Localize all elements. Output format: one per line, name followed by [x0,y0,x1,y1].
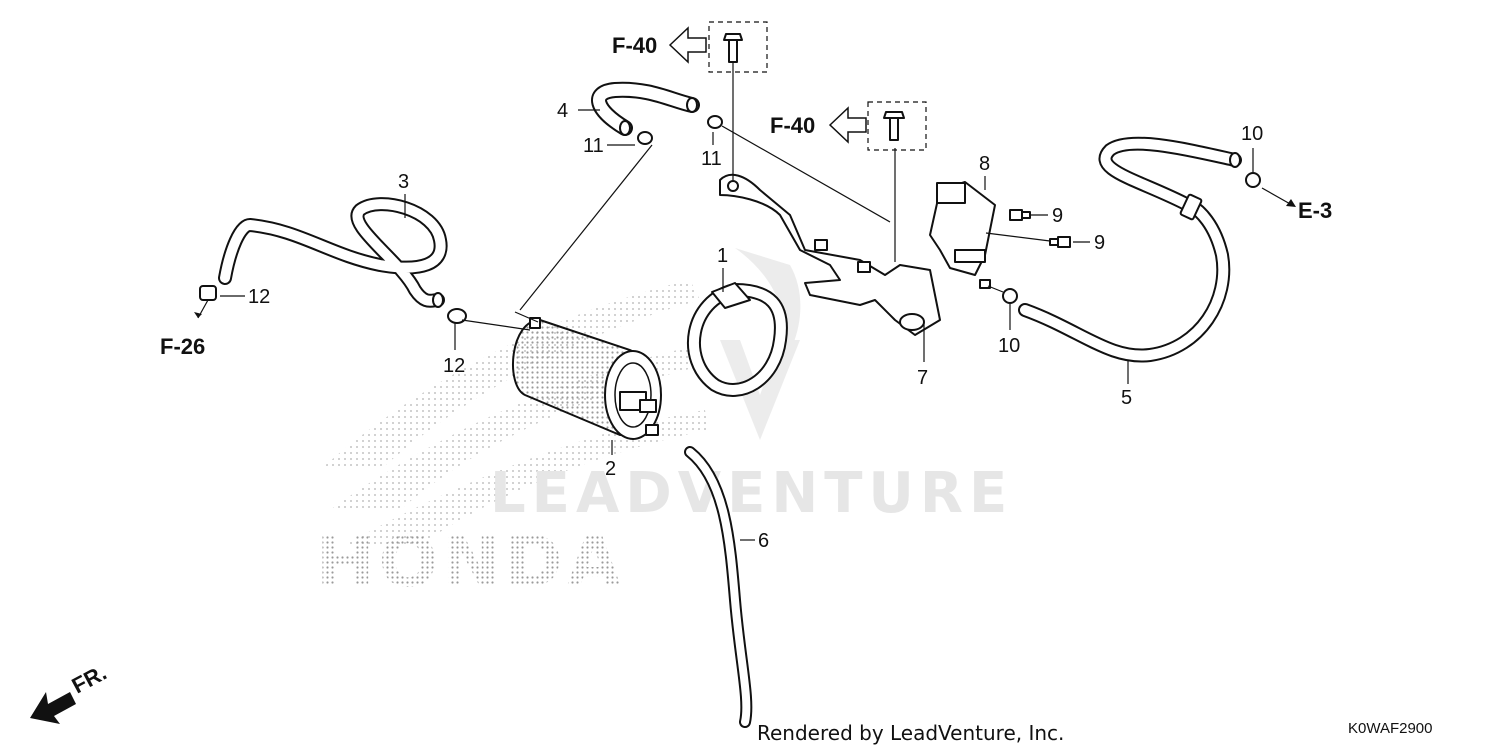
canister-bracket-7 [719,60,941,336]
evap-canister-2 [512,311,662,440]
ref-label-f40-mid: F-40 [770,113,815,138]
callout-11-right: 11 [701,148,722,170]
callout-2: 2 [605,458,616,480]
callout-6: 6 [758,530,769,552]
callout-10-mid: 10 [998,335,1020,357]
hose-3 [218,197,448,308]
callout-9-lower: 9 [1094,232,1105,254]
ref-label-f26: F-26 [160,334,205,359]
bolt-box-top [708,21,768,73]
bolt-9-upper [1009,209,1031,221]
hose-clip-10-mid [987,285,1018,304]
ref-arrow-f40-mid [828,106,867,144]
callout-9-upper: 9 [1052,205,1063,227]
hose-6 [684,446,753,728]
ref-arrow-f40-top [668,26,707,64]
front-direction-label: FR. [68,660,111,699]
callout-10-right: 10 [1241,123,1263,145]
leader-lines [220,109,1254,541]
ref-label-f40-top: F-40 [612,33,657,58]
callout-3: 3 [398,171,409,193]
hose-clip-11-right [707,115,891,223]
callout-11-left: 11 [583,135,604,157]
callout-12-mid: 12 [443,355,465,377]
callout-8: 8 [979,153,990,175]
callout-5: 5 [1121,387,1132,409]
hose-clip-12-left [194,285,217,319]
purge-control-valve-8 [929,181,1059,289]
honda-watermark-text: HONDA [316,521,625,603]
hose-clip-10-right [1245,172,1296,207]
callout-4: 4 [557,100,568,122]
hose-5 [1018,136,1242,363]
hose-clip-11-left [519,131,653,311]
hose-4 [591,81,700,136]
bolt-9-lower [1049,236,1071,248]
render-credit: Rendered by LeadVenture, Inc. [757,721,1064,745]
bolt-box-mid [867,101,927,151]
hose-clip-12-mid [447,308,531,331]
canister-band-1 [687,282,788,397]
callout-12-left: 12 [248,286,270,308]
callout-1: 1 [717,245,728,267]
leadventure-watermark-text: LEADVENTURE [490,461,1013,526]
ref-label-e3: E-3 [1298,198,1332,223]
front-direction-arrow-icon [30,692,76,724]
diagram-code: K0WAF2900 [1348,720,1433,737]
callout-7: 7 [917,367,928,389]
leadventure-logo-watermark [720,248,801,440]
